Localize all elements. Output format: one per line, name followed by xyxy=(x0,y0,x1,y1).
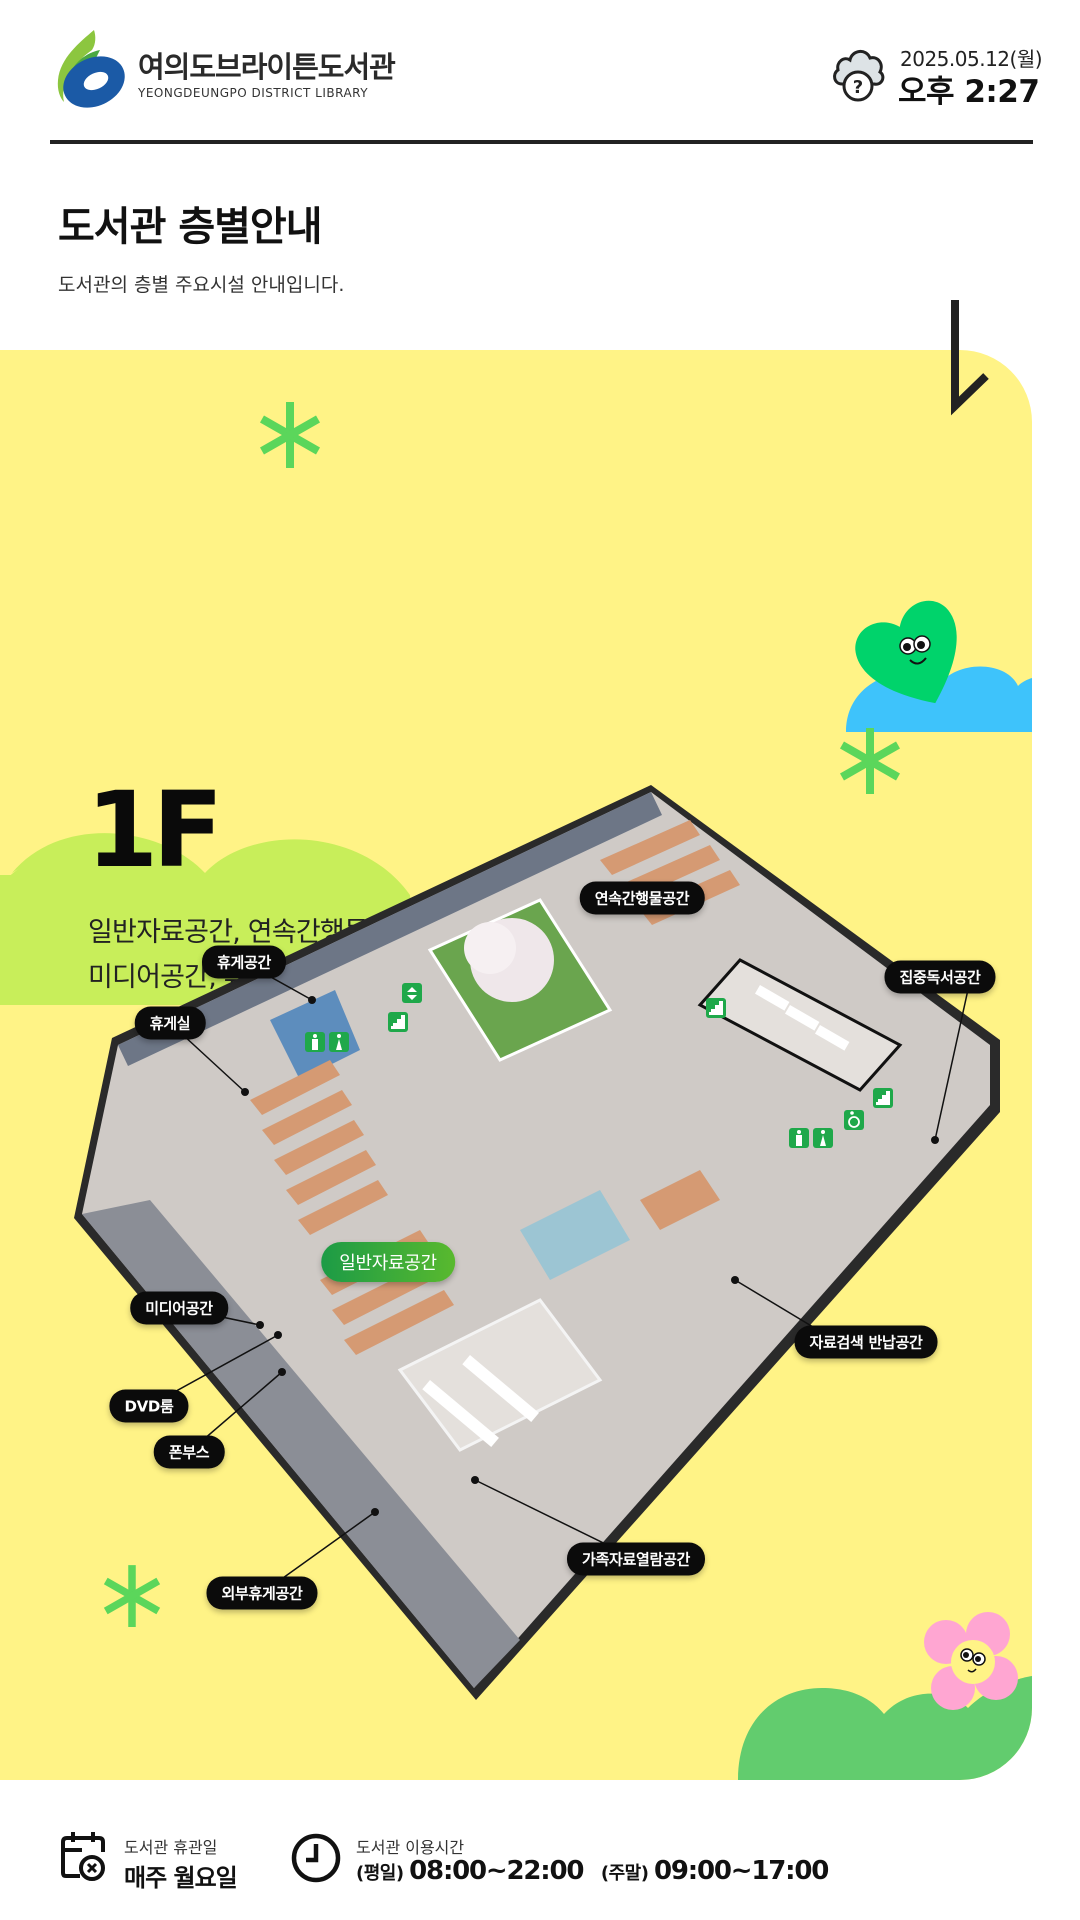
current-time: 오후 2:27 xyxy=(898,74,1040,110)
stairs-icon xyxy=(873,1088,893,1108)
restroom-male-icon xyxy=(305,1032,325,1052)
stairs-icon xyxy=(706,998,726,1018)
family-reading-room xyxy=(397,1298,603,1452)
elevator-icon xyxy=(402,983,422,1003)
label-leader-dots xyxy=(241,996,939,1516)
map-label-focus-reading[interactable]: 집중독서공간 xyxy=(884,960,996,994)
restroom-female-icon xyxy=(329,1032,349,1052)
current-date: 2025.05.12(월) xyxy=(900,47,1043,71)
heart-character-decoration xyxy=(846,600,1032,732)
map-label-lounge-room[interactable]: 휴게실 xyxy=(134,1006,206,1040)
clock-icon xyxy=(291,1833,341,1883)
arrow-down-icon xyxy=(951,300,989,416)
focus-reading-room xyxy=(697,958,903,1092)
library-logo[interactable] xyxy=(50,28,128,110)
closed-day-value: 매주 월요일 xyxy=(124,1864,238,1892)
reading-tables xyxy=(422,1354,539,1448)
flower-character-decoration xyxy=(738,1612,1032,1780)
restroom-female-icon xyxy=(813,1128,833,1148)
restroom-male-icon xyxy=(789,1128,809,1148)
asterisk-decoration xyxy=(260,402,320,468)
sofa-lounge xyxy=(520,1190,630,1280)
map-label-general-materials[interactable]: 일반자료공간 xyxy=(321,1242,455,1282)
floor-panel: 1F 일반자료공간, 연속간행물공간, 집중독서공간 미디어공간, 휴게실 xyxy=(0,350,1032,1780)
reading-tables xyxy=(755,985,850,1051)
opening-hours-title: 도서관 이용시간 xyxy=(356,1838,465,1857)
page-title: 도서관 층별안내 xyxy=(58,204,323,250)
library-name: 여의도브라이튼도서관 xyxy=(138,50,396,84)
map-label-periodicals[interactable]: 연속간행물공간 xyxy=(579,881,705,915)
window-corridor xyxy=(118,792,662,1066)
wheelchair-icon xyxy=(844,1110,864,1130)
map-label-phone-booth[interactable]: 폰부스 xyxy=(153,1435,225,1469)
page-subtitle: 도서관의 층별 주요시설 안내입니다. xyxy=(58,274,345,296)
cloud-question-icon: ? xyxy=(833,50,885,102)
floor-map[interactable] xyxy=(0,350,1032,1780)
asterisk-decoration xyxy=(840,728,900,794)
tree xyxy=(464,922,516,974)
map-label-lounge-space[interactable]: 휴게공간 xyxy=(201,945,287,979)
header-divider xyxy=(50,140,1033,144)
floor-number: 1F xyxy=(86,769,223,891)
library-name-english: YEONGDEUNGPO DISTRICT LIBRARY xyxy=(138,86,369,100)
asterisk-decoration xyxy=(103,1565,161,1627)
weekday-hours: 08:00~22:00 xyxy=(409,1856,584,1886)
opening-hours: (평일) 08:00~22:00 (주말) 09:00~17:00 xyxy=(356,1856,840,1886)
closed-day-title: 도서관 휴관일 xyxy=(124,1838,218,1857)
stairs-icon xyxy=(388,1012,408,1032)
weekend-tag: (주말) xyxy=(600,1863,649,1884)
map-label-family-reading[interactable]: 가족자료열람공간 xyxy=(566,1542,706,1576)
map-label-search-return[interactable]: 자료검색 반납공간 xyxy=(794,1325,938,1359)
weekend-hours: 09:00~17:00 xyxy=(654,1856,829,1886)
calendar-closed-icon xyxy=(61,1832,105,1881)
svg-text:?: ? xyxy=(853,77,863,98)
meeting-table xyxy=(640,1170,720,1230)
map-label-media-space[interactable]: 미디어공간 xyxy=(130,1291,228,1325)
weekday-tag: (평일) xyxy=(356,1863,404,1884)
map-label-dvd-room[interactable]: DVD룸 xyxy=(109,1389,189,1423)
map-label-outdoor-lounge[interactable]: 외부휴게공간 xyxy=(206,1576,318,1610)
